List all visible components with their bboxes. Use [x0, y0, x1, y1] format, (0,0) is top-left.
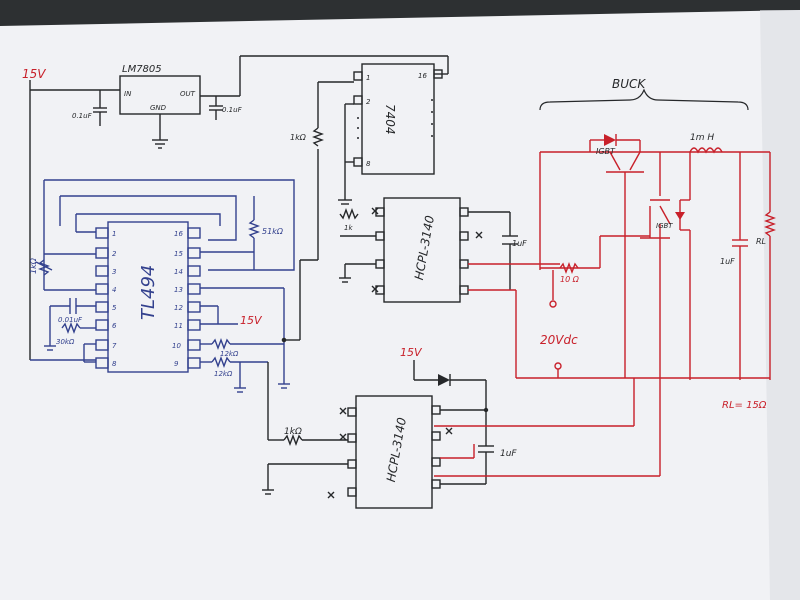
- pot-1k-label: 1kΩ: [29, 257, 38, 274]
- supply-15v-bottom-label: 15V: [400, 346, 423, 359]
- cap-1uf-top-label: 1uF: [512, 239, 527, 248]
- tl494-pin14: 14: [174, 268, 183, 276]
- pwm-ic-label: TL494: [138, 265, 159, 320]
- tl494-pin15: 15: [174, 250, 183, 258]
- regulator-gnd-label: GND: [150, 104, 167, 112]
- paper-sheet: [0, 10, 800, 600]
- r-10ohm-label: 10 Ω: [560, 275, 580, 284]
- inverter-pin8: 8: [366, 160, 371, 168]
- r-1k-7404-label: 1k: [344, 224, 353, 232]
- driver-bottom-section: [262, 360, 494, 509]
- cap-01uf-right-label: 0.1uF: [222, 106, 243, 114]
- driver-top-section: [339, 197, 518, 303]
- tl494-pin9: 9: [174, 360, 179, 368]
- buck-circuit: [434, 134, 776, 477]
- tl494-pin2: 2: [112, 250, 117, 258]
- inverter-pin16: 16: [418, 72, 427, 80]
- r-30k-label: 30kΩ: [56, 338, 75, 346]
- rl-value-label: RL= 15Ω: [722, 400, 767, 411]
- regulator-out-label: OUT: [180, 90, 196, 98]
- driver-bottom-box: [355, 395, 433, 509]
- tl494-pin10: 10: [172, 342, 181, 350]
- cap-01uf-left-label: 0.1uF: [72, 112, 93, 120]
- inverter-label: 7404: [383, 104, 397, 135]
- supply-15v-mid-label: 15V: [240, 314, 263, 327]
- buck-brace: [539, 88, 749, 111]
- tl494-pin16: 16: [174, 230, 183, 238]
- tl494-pin11: 11: [174, 322, 183, 330]
- inverter-section: [300, 63, 443, 261]
- supply-15v-top-label: 15V: [22, 67, 46, 81]
- r-1k-bottom-label: 1kΩ: [284, 427, 302, 437]
- pwm-section: [30, 179, 295, 393]
- r-12k-a-label: 12kΩ: [220, 350, 239, 358]
- tl494-pin1: 1: [112, 230, 116, 238]
- inverter-pin1: 1: [366, 74, 370, 82]
- buck-label: BUCK: [612, 77, 646, 91]
- regulator-section: [29, 55, 449, 360]
- regulator-label: LM7805: [122, 64, 162, 75]
- tl494-pin3: 3: [112, 268, 116, 276]
- igbt-top-label: IGBT: [596, 147, 616, 156]
- r-12k-b-label: 12kΩ: [214, 370, 233, 378]
- cap-001uf-label: 0.01uF: [58, 316, 83, 324]
- regulator-in-label: IN: [124, 90, 132, 98]
- r-1k-top-label: 1kΩ: [290, 133, 307, 142]
- supply-20vdc-label: 20Vdc: [540, 333, 578, 347]
- tl494-pin4: 4: [112, 286, 116, 294]
- cap-1uf-bottom-label: 1uF: [500, 449, 517, 459]
- pwm-ink-black: [267, 260, 348, 446]
- tl494-pin5: 5: [112, 304, 117, 312]
- tl494-pin13: 13: [174, 286, 183, 294]
- load-resistor-label: RL: [756, 237, 766, 246]
- tl494-pin12: 12: [174, 304, 183, 312]
- tl494-pin8: 8: [112, 360, 117, 368]
- inductor-label: 1m H: [690, 133, 714, 143]
- tl494-pin7: 7: [112, 342, 117, 350]
- tl494-pin6: 6: [112, 322, 117, 330]
- inverter-pin2: 2: [366, 98, 371, 106]
- inverter-dots: [357, 99, 433, 139]
- igbt-mid-label: IGBT: [656, 222, 673, 230]
- r-51k-label: 51kΩ: [262, 227, 284, 236]
- tl494-box: [107, 221, 189, 373]
- inverter-7404-box: [361, 63, 435, 175]
- load-cap-label: 1uF: [720, 257, 735, 266]
- driver-top-box: [383, 197, 461, 303]
